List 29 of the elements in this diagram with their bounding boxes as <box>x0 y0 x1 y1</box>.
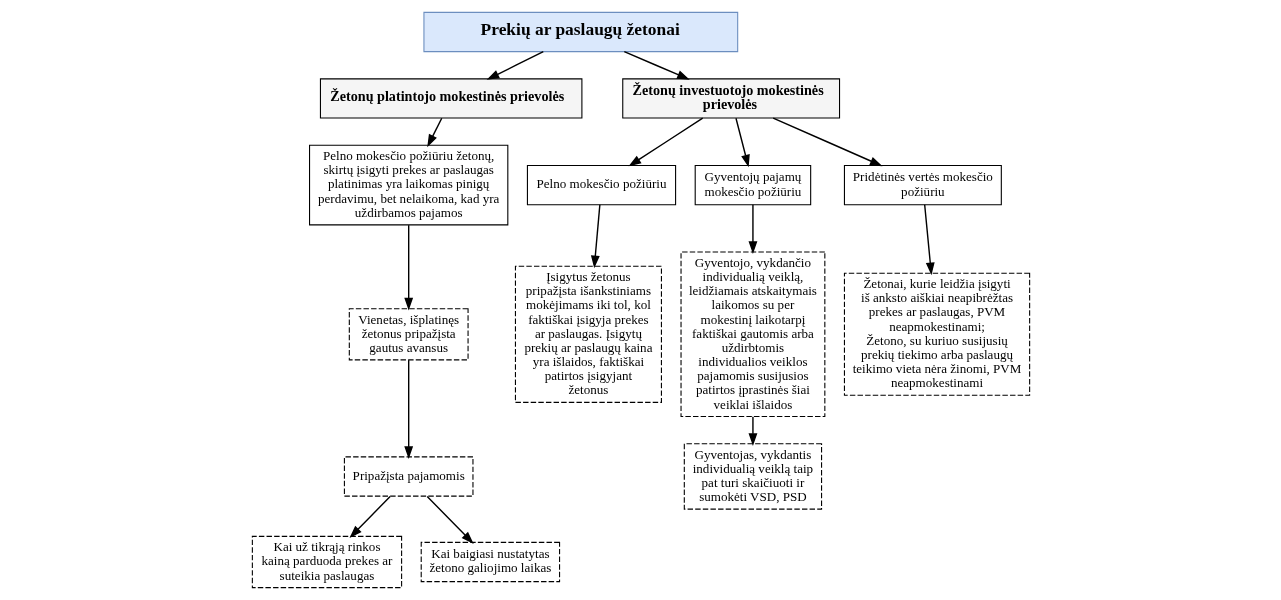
arrow <box>748 416 757 446</box>
arrow <box>748 204 757 254</box>
node-box: Gyventojų pajamų mokesčio požiūriu <box>694 164 811 206</box>
arrow <box>923 204 935 276</box>
arrow <box>772 117 883 167</box>
node-box: Žetonų platintojo mokestinės prievolės <box>319 78 582 119</box>
node-box: Gyventojas, vykdantis individualią veiklą taip pat turi skaičiuoti ir sumokėti VSD, PSD <box>683 443 822 510</box>
node-box: Pripažįsta pajamomis <box>343 456 473 497</box>
node-box: Įsigytus žetonus pripažįsta išankstiniams mokėjimams iki tol, kol faktiškai įsigyja prekes ar paslaugas. Įsigytų prekių ar paslaugų kaina yra išlaidos, faktiškai patirtos įsigyjant žetonus <box>514 265 662 403</box>
node-box: Žetonų investuotojo mokestinės prievolės <box>621 78 840 119</box>
arrow <box>628 117 703 167</box>
node-box: Prekių ar paslaugų žetonai <box>422 11 738 53</box>
arrow <box>403 359 413 459</box>
node-box: Vienetas, išplatinęs žetonus pripažįsta gautus avansus <box>348 308 469 361</box>
node-box: Kai už tikrąją rinkos kainą parduoda prekes ar suteikia paslaugas <box>251 535 402 589</box>
node-box: Pelno mokesčio požiūriu žetonų, skirtų įsigyti prekes ar paslaugas platinimas yra laikomas pinigų perdavimu, bet nelaikoma, kad yra uždirbamos pajamos <box>308 144 508 226</box>
node-box: Gyventojo, vykdančio individualią veiklą, leidžiamais atskaitymais laikomos su per mokestinį laikotarpį faktiškai gautomis arba uždirbtomis individualios veiklos pajamomis susijusios patirtos įprastinės šiai veiklai išlaidos <box>680 251 825 418</box>
arrow <box>403 224 413 311</box>
arrow <box>426 117 442 148</box>
node-box: Kai baigiasi nustatytas žetono galiojimo laikas <box>420 541 560 583</box>
arrow <box>623 51 690 80</box>
node-box: Pelno mokesčio požiūriu <box>526 164 676 206</box>
node-box: Pridėtinės vertės mokesčio požiūriu <box>843 164 1002 206</box>
arrow <box>486 51 544 80</box>
arrow <box>590 204 601 269</box>
node-box: Žetonai, kurie leidžia įsigyti iš anksto aiškiai neapibrėžtas prekes ar paslaugas, PVM neapmokestinami; Žetono, su kuriuo susijusių prekių tiekimo arba paslaugų teikimo vieta nėra žinomi, PVM neapmokestinami <box>843 272 1030 396</box>
arrow <box>426 495 474 544</box>
arrow <box>734 117 750 168</box>
arrow <box>349 495 391 538</box>
